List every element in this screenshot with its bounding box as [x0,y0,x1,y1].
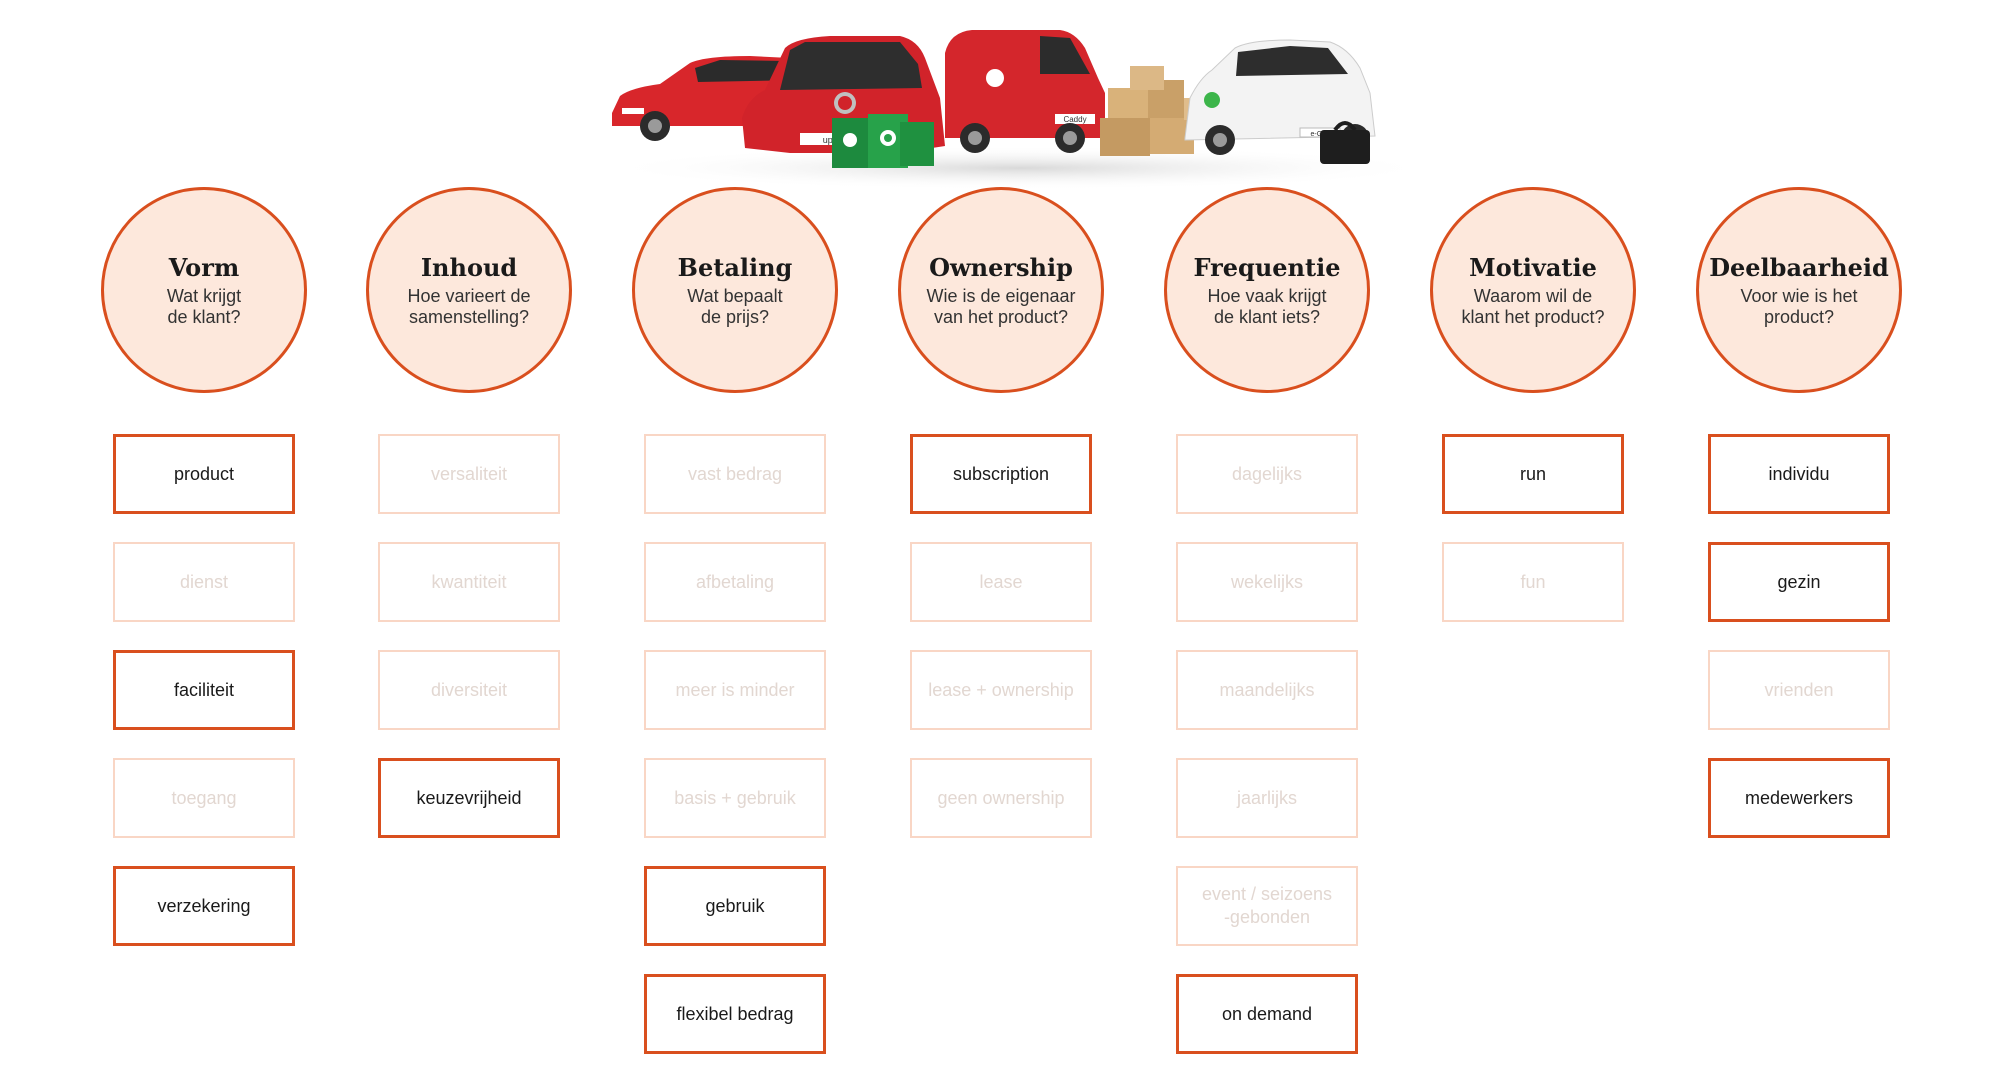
option-box-unselected[interactable]: dagelijks [1176,434,1358,514]
category-title: Betaling [677,252,793,282]
category-circle-motivatie: Motivatie Waarom wil de klant het produc… [1430,187,1636,393]
option-box-unselected[interactable]: dienst [113,542,295,622]
option-box-selected[interactable]: individu [1708,434,1890,514]
option-box-selected[interactable]: subscription [910,434,1092,514]
category-question: Hoe vaak krijgt de klant iets? [1207,285,1327,327]
red-van-icon: Caddy [945,30,1105,153]
hero-label-up: up! [823,135,836,145]
option-box-selected[interactable]: faciliteit [113,650,295,730]
hero-label-caddy: Caddy [1063,115,1086,124]
category-circle-betaling: Betaling Wat bepaalt de prijs? [632,187,838,393]
option-box-unselected[interactable]: afbetaling [644,542,826,622]
option-box-selected[interactable]: gezin [1708,542,1890,622]
option-box-unselected[interactable]: vast bedrag [644,434,826,514]
black-travel-bag-icon [1320,121,1370,164]
option-box-unselected[interactable]: meer is minder [644,650,826,730]
category-question: Voor wie is het product? [1740,285,1858,327]
option-box-selected[interactable]: verzekering [113,866,295,946]
vehicles-and-packages-image: up! Caddy [600,18,1440,190]
category-question: Wat krijgt de klant? [166,285,242,327]
category-title: Frequentie [1193,252,1341,282]
option-box-selected[interactable]: medewerkers [1708,758,1890,838]
option-box-unselected[interactable]: versaliteit [378,434,560,514]
category-question: Waarom wil de klant het product? [1461,285,1605,327]
option-box-unselected[interactable]: wekelijks [1176,542,1358,622]
category-circle-deelbaarheid: Deelbaarheid Voor wie is het product? [1696,187,1902,393]
option-box-unselected[interactable]: maandelijks [1176,650,1358,730]
option-box-selected[interactable]: on demand [1176,974,1358,1054]
option-box-unselected[interactable]: lease [910,542,1092,622]
option-box-unselected[interactable]: jaarlijks [1176,758,1358,838]
option-box-selected[interactable]: gebruik [644,866,826,946]
category-circle-inhoud: Inhoud Hoe varieert de samenstelling? [366,187,572,393]
category-title: Motivatie [1469,252,1597,282]
option-box-selected[interactable]: product [113,434,295,514]
option-box-unselected[interactable]: lease + ownership [910,650,1092,730]
option-box-unselected[interactable]: fun [1442,542,1624,622]
option-box-unselected[interactable]: kwantiteit [378,542,560,622]
green-shopping-bags-icon [832,114,934,168]
option-box-selected[interactable]: keuzevrijheid [378,758,560,838]
category-question: Wie is de eigenaar van het product? [926,285,1076,327]
category-circle-vorm: Vorm Wat krijgt de klant? [101,187,307,393]
category-question: Wat bepaalt de prijs? [687,285,783,327]
option-box-unselected[interactable]: toegang [113,758,295,838]
category-title: Ownership [929,252,1073,282]
option-box-unselected[interactable]: event / seizoens -gebonden [1176,866,1358,946]
category-title: Deelbaarheid [1709,252,1889,282]
option-box-selected[interactable]: run [1442,434,1624,514]
category-title: Inhoud [420,252,518,282]
category-title: Vorm [168,252,240,282]
option-box-unselected[interactable]: vrienden [1708,650,1890,730]
category-circle-ownership: Ownership Wie is de eigenaar van het pro… [898,187,1104,393]
option-box-unselected[interactable]: diversiteit [378,650,560,730]
category-circle-frequentie: Frequentie Hoe vaak krijgt de klant iets… [1164,187,1370,393]
option-box-unselected[interactable]: basis + gebruik [644,758,826,838]
category-question: Hoe varieert de samenstelling? [407,285,531,327]
hero-illustration: up! Caddy [600,30,1440,190]
option-box-unselected[interactable]: geen ownership [910,758,1092,838]
option-box-selected[interactable]: flexibel bedrag [644,974,826,1054]
